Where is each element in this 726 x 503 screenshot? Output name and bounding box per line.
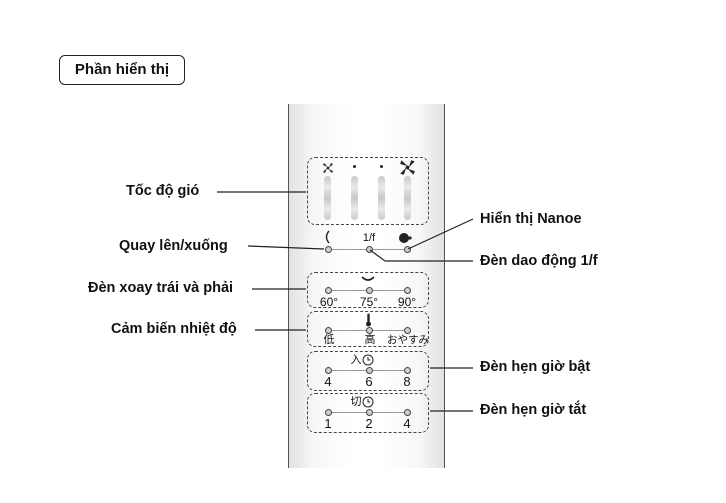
swing-updown-led [325, 246, 332, 253]
temp-label: 高 [364, 334, 376, 346]
oscillation-1f-led [366, 246, 373, 253]
angle-label: 75° [359, 295, 379, 309]
temp-led-high [366, 327, 373, 334]
oscillation-1f-label: 1/f [362, 232, 376, 244]
wind-speed-slider[interactable] [324, 176, 331, 220]
timer-on-title: 入 [350, 354, 362, 366]
timer-on-group [307, 351, 429, 391]
fan-low-icon [323, 163, 333, 173]
label-nanoe: Hiển thị Nanoe [480, 211, 582, 227]
timer-on-led-8 [404, 367, 411, 374]
timer-off-led-1 [325, 409, 332, 416]
fan-high-icon [400, 160, 415, 175]
temp-led-sleep [404, 327, 411, 334]
timer-off-title: 切 [350, 396, 362, 408]
temp-label: 低 [323, 334, 335, 346]
timer-off-led-4 [404, 409, 411, 416]
speed-dot-icon [380, 165, 383, 168]
clock-icon [362, 354, 374, 366]
timer-on-value: 6 [365, 374, 373, 389]
temp-sensor-group [307, 311, 429, 347]
thermometer-icon [366, 313, 371, 327]
swing-leftright-group [307, 272, 429, 308]
timer-off-value: 4 [403, 416, 411, 431]
nanoe-icon [399, 233, 412, 243]
timer-off-value: 2 [365, 416, 373, 431]
angle-label: 90° [397, 295, 417, 309]
label-timer-off: Đèn hẹn giờ tắt [480, 402, 587, 418]
angle-led-75 [366, 287, 373, 294]
speed-dot-icon [353, 165, 356, 168]
angle-led-90 [404, 287, 411, 294]
wind-speed-group [307, 157, 429, 225]
timer-on-led-4 [325, 367, 332, 374]
timer-on-value: 4 [324, 374, 332, 389]
label-temp-sensor: Cảm biến nhiệt độ [111, 321, 237, 337]
angle-label: 60° [319, 295, 339, 309]
timer-on-value: 8 [403, 374, 411, 389]
label-swing-updown: Quay lên/xuống [119, 238, 228, 254]
temp-label: おやすみ [387, 334, 429, 346]
timer-off-led-2 [366, 409, 373, 416]
wind-speed-slider[interactable] [378, 176, 385, 220]
swing-leftright-icon [361, 276, 375, 281]
timer-on-led-6 [366, 367, 373, 374]
label-oscillation-1f: Đèn dao động 1/f [480, 253, 598, 269]
clock-icon [362, 396, 374, 408]
nanoe-led [404, 246, 411, 253]
label-swing-leftright: Đèn xoay trái và phải [88, 280, 234, 296]
timer-off-value: 1 [324, 416, 332, 431]
label-wind-speed: Tốc độ gió [126, 183, 200, 199]
timer-off-group [307, 393, 429, 433]
angle-led-60 [325, 287, 332, 294]
wind-speed-slider[interactable] [351, 176, 358, 220]
section-title: Phần hiển thị [59, 55, 185, 85]
temp-led-low [325, 327, 332, 334]
swing-updown-icon [325, 230, 330, 244]
wind-speed-slider[interactable] [404, 176, 411, 220]
label-timer-on: Đèn hẹn giờ bật [480, 359, 591, 375]
